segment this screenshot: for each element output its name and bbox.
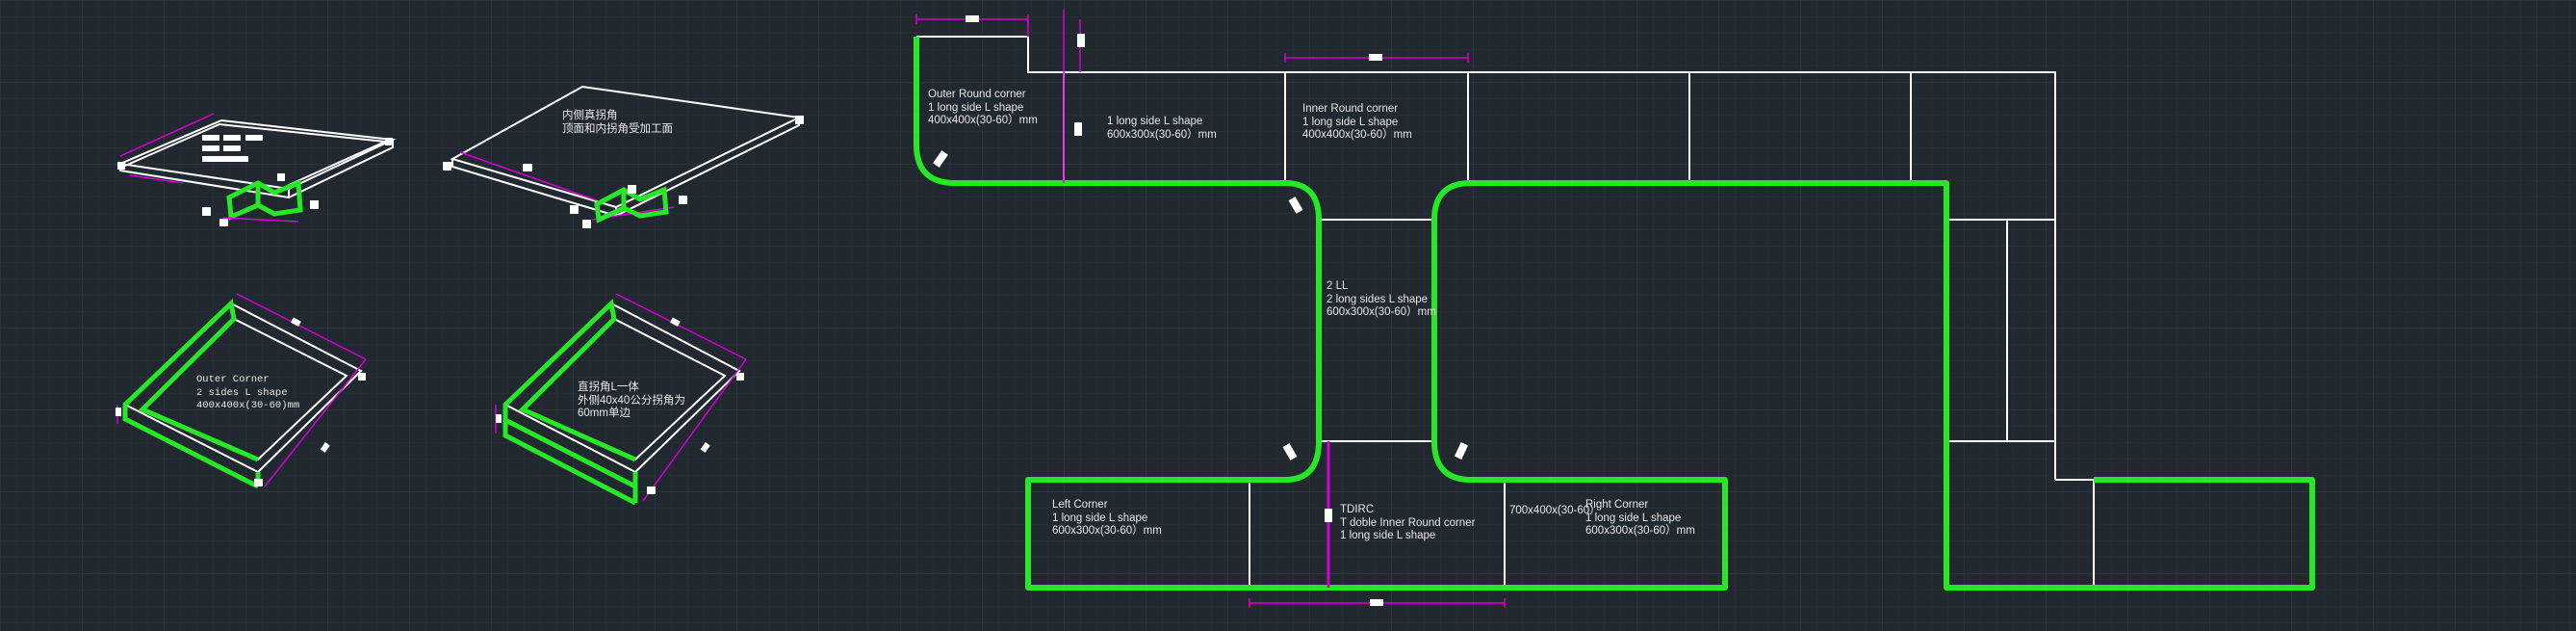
label-l-shape-top: 1 long side L shape 600x300x(30-60）mm bbox=[1107, 116, 1217, 141]
label-iso-combo: 直拐角L一体 外侧40x40公分拐角为 60mm单边 bbox=[578, 381, 685, 419]
label-tdirc: TDIRC T doble Inner Round corner 1 long … bbox=[1340, 504, 1476, 541]
iso-outer-corner bbox=[116, 293, 367, 489]
label-outer-round-corner: Outer Round corner 1 long side L shape 4… bbox=[928, 89, 1038, 126]
label-right-corner: Right Corner 1 long side L shape 600x300… bbox=[1585, 499, 1695, 537]
label-iso-outer: Outer Corner 2 sides L shape 400x400x(30… bbox=[196, 374, 300, 411]
label-overlap-dim: 700x400x(30-60） bbox=[1509, 505, 1601, 516]
label-2ll: 2 LL 2 long sides L shape 600x300x(30-60… bbox=[1327, 280, 1436, 318]
floor-plan bbox=[914, 10, 2315, 608]
label-left-corner: Left Corner 1 long side L shape 600x300x… bbox=[1052, 499, 1162, 537]
iso-combo-corner bbox=[495, 293, 747, 506]
label-inner-round-corner: Inner Round corner 1 long side L shape 4… bbox=[1302, 103, 1412, 141]
label-iso-inner: 内侧真拐角 顶面和内拐角受加工面 bbox=[562, 110, 673, 135]
iso-slab-2 bbox=[443, 85, 804, 228]
iso-slab-1 bbox=[116, 113, 397, 226]
